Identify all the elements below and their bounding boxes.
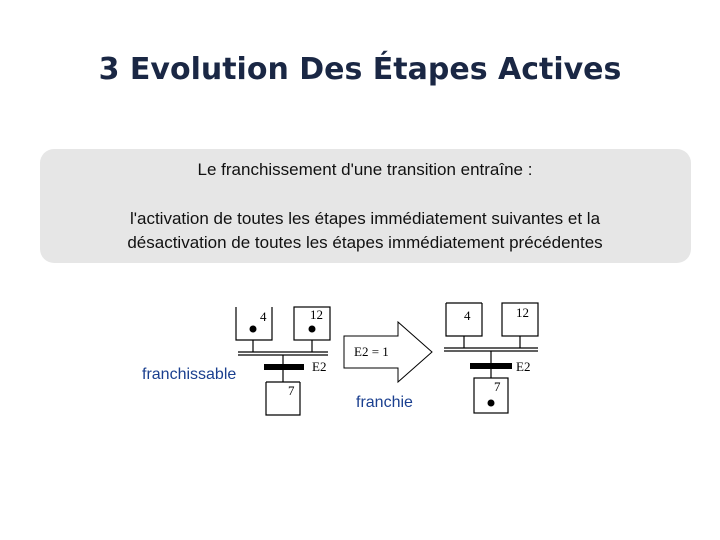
left-step-4-token (249, 325, 257, 333)
right-transition-label: E2 (516, 359, 530, 374)
left-transition-bar (264, 364, 304, 370)
definition-line-1: Le franchissement d'une transition entra… (197, 160, 533, 179)
left-step-7-box (265, 382, 301, 416)
left-step-4-box (235, 307, 273, 341)
right-step-7-box (473, 377, 509, 414)
right-transition-bar (470, 363, 512, 369)
arrow-shape (343, 320, 433, 384)
right-step-7-token (487, 399, 495, 407)
right-grafcet: 4 12 E2 7 (444, 302, 539, 414)
definition-line-2a: l'activation de toutes les étapes immédi… (129, 209, 601, 228)
definition-line-2: l'activation de toutes les étapes immédi… (0, 207, 720, 255)
left-step-12-label: 12 (310, 307, 323, 322)
definition-box (40, 149, 691, 263)
transition-arrow: E2 = 1 (343, 320, 433, 384)
left-step-4-label: 4 (260, 309, 267, 324)
right-step-4-label: 4 (464, 308, 471, 323)
left-transition-label: E2 (312, 359, 326, 374)
left-step-7-label: 7 (288, 383, 295, 398)
left-step-12-token (308, 325, 316, 333)
franchie-label: franchie (356, 394, 413, 411)
franchissable-label: franchissable (142, 366, 237, 383)
right-step-7-label: 7 (494, 379, 501, 394)
slide-title: 3 Evolution Des Étapes Actives (98, 52, 622, 87)
left-grafcet: 4 12 E2 7 (235, 306, 331, 416)
arrow-condition-label: E2 = 1 (354, 344, 389, 359)
right-step-12-label: 12 (516, 305, 529, 320)
definition-line-2b: désactivation de toutes les étapes imméd… (127, 233, 603, 252)
